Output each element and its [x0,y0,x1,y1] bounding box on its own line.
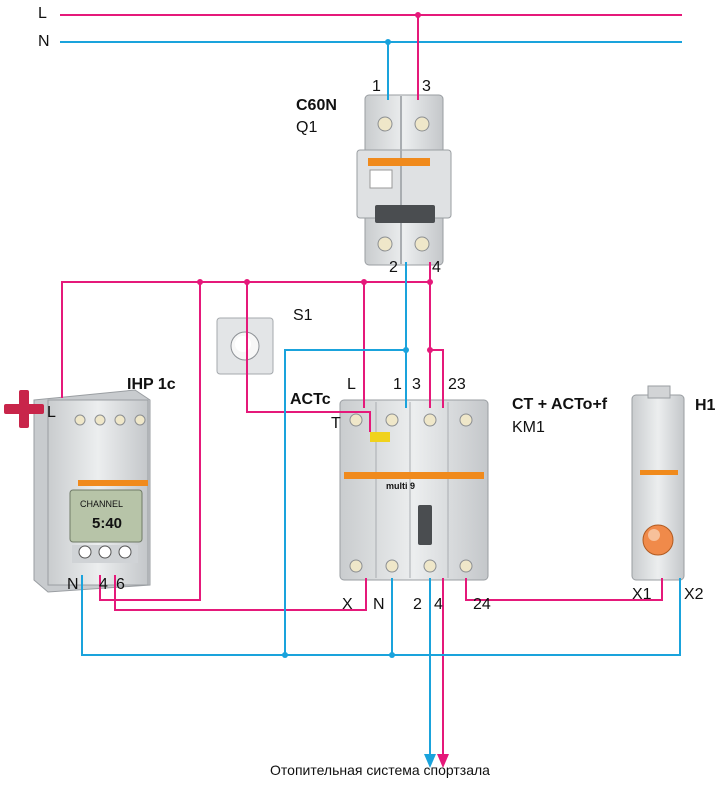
contactor-terminal-1: 1 [393,376,402,393]
circuit-breaker-icon [356,94,452,266]
contactor-ref: KM1 [512,419,545,436]
contactor-terminal-n: N [373,596,385,613]
plus-icon [4,390,44,428]
contactor-terminal-2: 2 [413,596,422,613]
lamp-title: H1 [695,397,716,414]
timer-terminal-6: 6 [116,576,125,593]
lamp-terminal-x1: X1 [632,586,652,603]
timer-title: IHP 1c [127,376,176,393]
contactor-terminal-t: T [331,415,341,432]
timer-terminal-l: L [47,404,56,421]
phase-wiring [61,15,663,760]
breaker-terminal-1: 1 [372,78,381,95]
breaker-ref: Q1 [296,119,318,136]
output-caption: Отопительная система спортзала [270,762,490,778]
contactor-terminal-23: 23 [448,376,466,393]
contactor-terminal-24: 24 [473,596,491,613]
neutral-line-label: N [38,33,50,50]
time-switch-icon [33,389,151,593]
contactor-terminal-x: X [342,596,353,613]
timer-display-brand: CHANNEL [80,499,124,509]
breaker-terminal-2: 2 [389,259,398,276]
contactor-aux-title: ACTc [290,391,331,408]
neutral-wiring [81,42,681,760]
contactor-terminal-l: L [347,376,356,393]
push-button-icon [216,317,274,375]
timer-terminal-n: N [67,576,79,593]
timer-display-time: 5:40 [92,515,123,532]
contactor-terminal-4: 4 [434,596,443,613]
neutral-output-arrow [424,754,436,768]
timer-terminal-4: 4 [99,576,108,593]
contactor-title: CT + ACTo+f [512,396,608,413]
lamp-terminal-x2: X2 [684,586,704,603]
breaker-terminal-4: 4 [432,259,441,276]
phase-output-arrow [437,754,449,768]
indicator-lamp-icon [631,385,685,581]
breaker-terminal-3: 3 [422,78,431,95]
breaker-title: C60N [296,97,337,114]
switch-ref: S1 [293,307,313,324]
neutral-junctions [282,39,409,658]
phase-line-label: L [38,5,47,22]
contactor-brand: multi 9 [386,481,416,491]
contactor-icon [339,399,489,581]
contactor-terminal-3: 3 [412,376,421,393]
phase-junctions [197,12,433,353]
